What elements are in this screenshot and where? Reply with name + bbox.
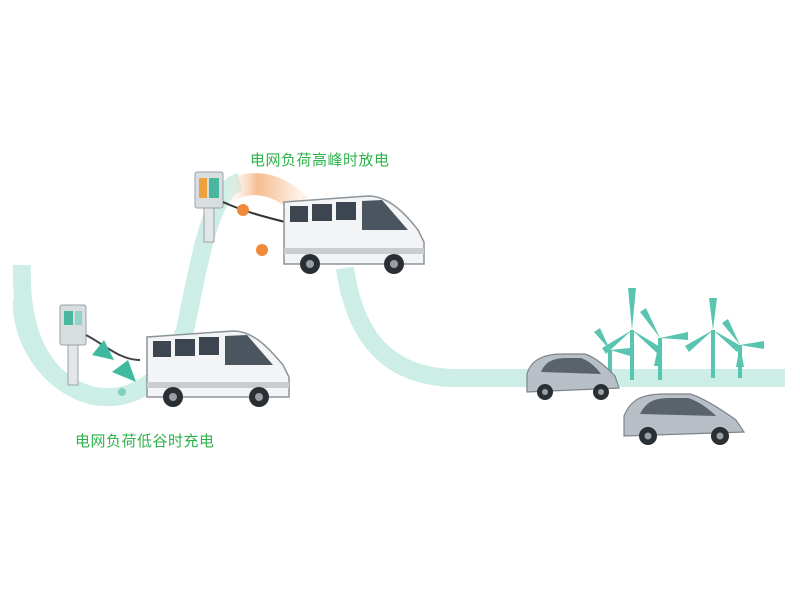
charge-energy-arrows — [92, 340, 136, 396]
wind-turbine-icon — [685, 298, 741, 378]
wind-turbine-icon — [640, 308, 688, 380]
energy-dot-icon — [237, 204, 249, 216]
energy-arrow-icon — [92, 340, 114, 360]
energy-dot-icon — [256, 244, 268, 256]
charging-station-peak — [194, 171, 294, 243]
van-valley — [146, 330, 290, 407]
energy-dot-icon — [118, 388, 126, 396]
peak-discharge-label: 电网负荷高峰时放电 — [250, 151, 390, 169]
valley-charge-label: 电网负荷低谷时充电 — [75, 432, 215, 450]
wind-turbine-icon — [602, 288, 662, 380]
wind-turbine-icon — [594, 328, 630, 378]
car-on-road — [526, 353, 620, 400]
car-icon — [623, 393, 746, 445]
wind-farm — [594, 288, 764, 380]
van-icon — [283, 195, 425, 274]
wind-turbine-icon — [722, 319, 764, 378]
van-peak — [283, 195, 425, 274]
charging-station-valley — [59, 304, 141, 386]
energy-arrow-icon — [112, 360, 136, 382]
car-icon — [526, 353, 620, 400]
charging-station-icon — [59, 304, 141, 386]
car-parked — [623, 393, 746, 445]
van-icon — [146, 330, 290, 407]
charging-station-icon — [194, 171, 294, 243]
